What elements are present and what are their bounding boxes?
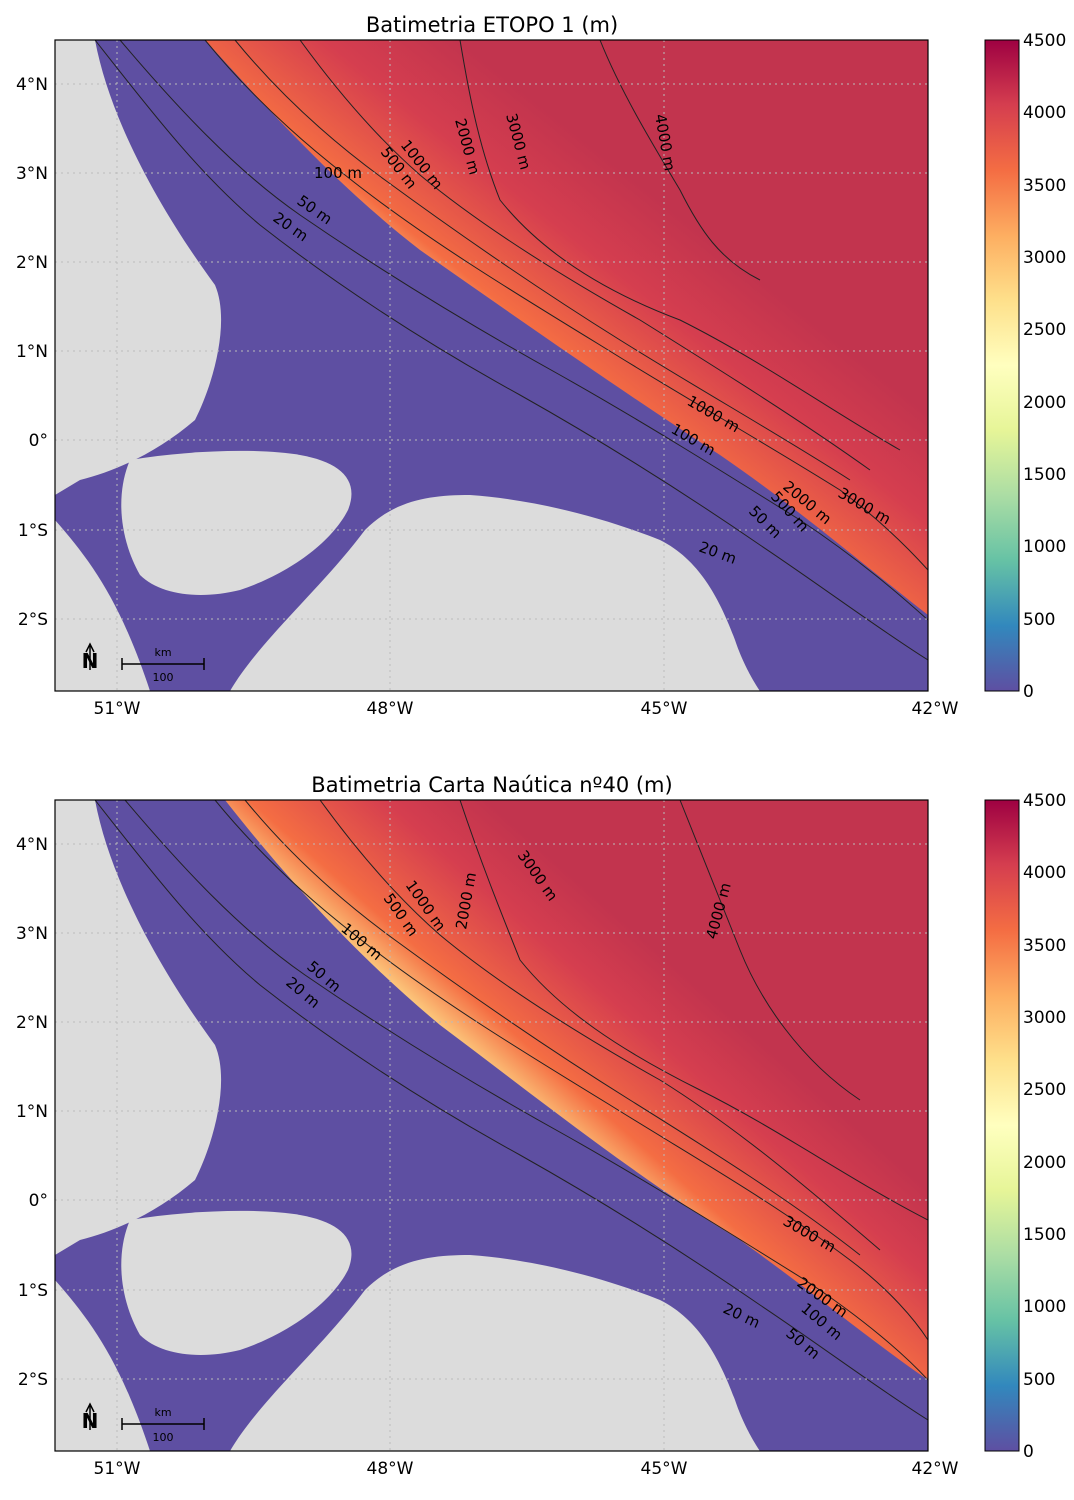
lon-label: 45°W: [641, 699, 688, 719]
colorbar-tick: 500: [1023, 610, 1055, 630]
colorbar-tick: 500: [1023, 1370, 1055, 1390]
lat-label: 2°S: [18, 1370, 48, 1390]
lon-label: 51°W: [94, 699, 141, 719]
lon-label: 42°W: [912, 699, 959, 719]
colorbar-tick: 3500: [1023, 176, 1066, 196]
lat-label: 4°N: [16, 835, 48, 855]
lat-label: 1°S: [18, 1281, 48, 1301]
lon-label: 48°W: [367, 1459, 414, 1479]
colorbar-tick: 2000: [1023, 393, 1066, 413]
map-title: Batimetria Carta Naútica nº40 (m): [311, 773, 672, 797]
lat-label: 0°: [29, 1191, 48, 1211]
colorbar-tick: 4000: [1023, 863, 1066, 883]
scale-bar-unit: km: [154, 1406, 171, 1419]
lat-label: 1°N: [16, 1102, 48, 1122]
map-panel-etopo: Batimetria ETOPO 1 (m) 100 m 1000 m: [0, 0, 1074, 740]
colorbar-tick: 1500: [1023, 465, 1066, 485]
lat-label: 3°N: [16, 164, 48, 184]
land-southwest: [55, 1280, 150, 1451]
colorbar-tick: 0: [1023, 1442, 1034, 1462]
lat-label: 2°S: [18, 610, 48, 630]
colorbar-tick: 2500: [1023, 320, 1066, 340]
contour-lines: [94, 800, 928, 1421]
colorbar-tick: 1000: [1023, 1297, 1066, 1317]
colorbar-tick: 2000: [1023, 1153, 1066, 1173]
scale-bar-value: 100: [153, 1431, 174, 1444]
colorbar-tick: 4000: [1023, 103, 1066, 123]
land-west: [55, 800, 222, 1255]
map-title: Batimetria ETOPO 1 (m): [366, 13, 618, 37]
colorbar-tick: 0: [1023, 682, 1034, 702]
land-east: [230, 1255, 760, 1451]
lat-label: 2°N: [16, 1013, 48, 1033]
lat-label: 3°N: [16, 924, 48, 944]
longitude-labels: 51°W 48°W 45°W 42°W: [94, 699, 959, 719]
graticule: [55, 800, 928, 1451]
lon-label: 45°W: [641, 1459, 688, 1479]
lat-label: 0°: [29, 431, 48, 451]
land-west: [55, 40, 222, 495]
scale-bar-unit: km: [154, 646, 171, 659]
map-furniture: N km 100: [82, 642, 205, 684]
latitude-labels: 4°N 3°N 2°N 1°N 0° 1°S 2°S: [16, 75, 48, 630]
lat-label: 1°N: [16, 342, 48, 362]
contour-label: 100 m: [314, 164, 362, 182]
map-frame: [54, 799, 929, 1452]
map-panel-carta-nautica: Batimetria Carta Naútica nº40 (m) 1000 m: [0, 760, 1074, 1500]
colorbar-tick: 3000: [1023, 248, 1066, 268]
colorbar-tick: 1500: [1023, 1225, 1066, 1245]
colorbar-ramp: [984, 39, 1020, 692]
lat-label: 1°S: [18, 521, 48, 541]
longitude-labels: 51°W 48°W 45°W 42°W: [94, 1459, 959, 1479]
colorbar-tick: 2500: [1023, 1080, 1066, 1100]
colorbar-tick: 4500: [1023, 31, 1066, 51]
marajo-island: [121, 450, 352, 595]
land-east: [230, 495, 760, 691]
lon-label: 48°W: [367, 699, 414, 719]
colorbar-tick: 1000: [1023, 537, 1066, 557]
colorbar-ticks: 4500 4000 3500 3000 2500 2000 1500 1000 …: [1023, 31, 1066, 702]
lon-label: 42°W: [912, 1459, 959, 1479]
marajo-island: [121, 1210, 352, 1355]
colorbar-tick: 3500: [1023, 936, 1066, 956]
colorbar-ticks: 4500 4000 3500 3000 2500 2000 1500 1000 …: [1023, 791, 1066, 1462]
land-southwest: [55, 520, 150, 691]
colorbar-tick: 3000: [1023, 1008, 1066, 1028]
colorbar: 4500 4000 3500 3000 2500 2000 1500 1000 …: [984, 791, 1066, 1462]
bathymetry-map: Batimetria ETOPO 1 (m) 100 m 1000 m: [16, 13, 1066, 719]
lon-label: 51°W: [94, 1459, 141, 1479]
colorbar: 4500 4000 3500 3000 2500 2000 1500 1000 …: [984, 31, 1066, 702]
latitude-labels: 4°N 3°N 2°N 1°N 0° 1°S 2°S: [16, 835, 48, 1390]
map-area: 1000 m 500 m 2000 m 3000 m 4000 m 100 m …: [55, 800, 928, 1451]
map-furniture: N km 100: [82, 1402, 205, 1444]
graticule: [55, 40, 928, 691]
scale-bar-value: 100: [153, 671, 174, 684]
colorbar-ramp: [984, 799, 1020, 1452]
bathymetry-map: Batimetria Carta Naútica nº40 (m) 1000 m: [16, 773, 1066, 1479]
map-frame: [54, 39, 929, 692]
lat-label: 2°N: [16, 253, 48, 273]
lat-label: 4°N: [16, 75, 48, 95]
map-area: 100 m 1000 m 500 m 2000 m 3000 m 4000 m …: [55, 40, 928, 691]
colorbar-tick: 4500: [1023, 791, 1066, 811]
